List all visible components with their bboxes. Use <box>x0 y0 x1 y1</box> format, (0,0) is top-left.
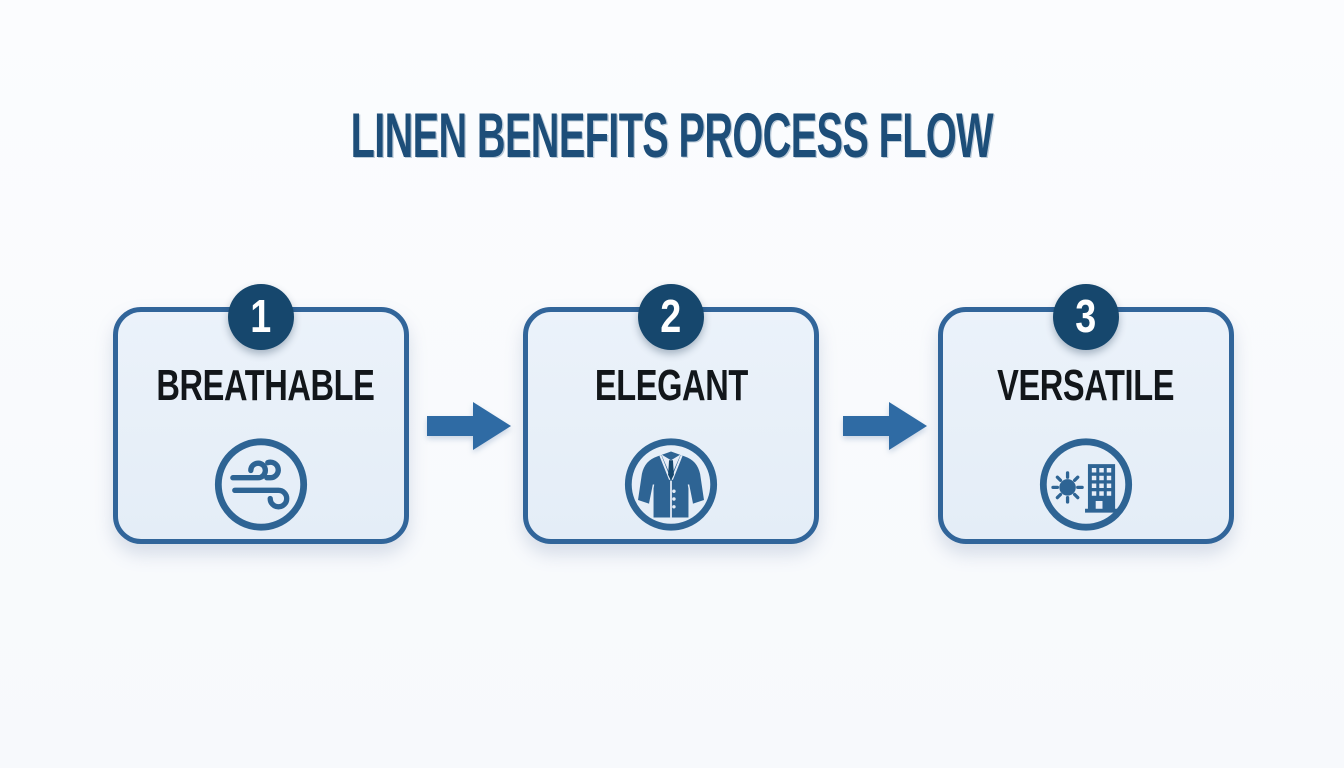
step-label: BREATHABLE <box>156 361 375 410</box>
page-title-text: LINEN BENEFITS PROCESS FLOW <box>350 101 994 171</box>
wind-icon <box>213 436 310 533</box>
step-box-versatile: 3 VERSATILE <box>938 284 1234 544</box>
right-arrow-icon <box>843 400 927 452</box>
step-box-breathable: 1 BREATHABLE <box>113 284 409 544</box>
step-number-badge: 3 <box>1053 284 1119 350</box>
step-number-badge: 2 <box>638 284 704 350</box>
step-number: 2 <box>660 289 682 342</box>
step-box-elegant: 2 ELEGANT <box>523 284 819 544</box>
step-label: VERSATILE <box>997 361 1175 410</box>
right-arrow-icon <box>427 400 511 452</box>
step-number: 3 <box>1075 289 1097 342</box>
suit-jacket-icon <box>623 436 720 533</box>
sun-building-icon <box>1038 436 1135 533</box>
step-number-badge: 1 <box>228 284 294 350</box>
page-title: LINEN BENEFITS PROCESS FLOW <box>0 100 1344 172</box>
step-label: ELEGANT <box>594 361 748 410</box>
step-number: 1 <box>250 289 272 342</box>
